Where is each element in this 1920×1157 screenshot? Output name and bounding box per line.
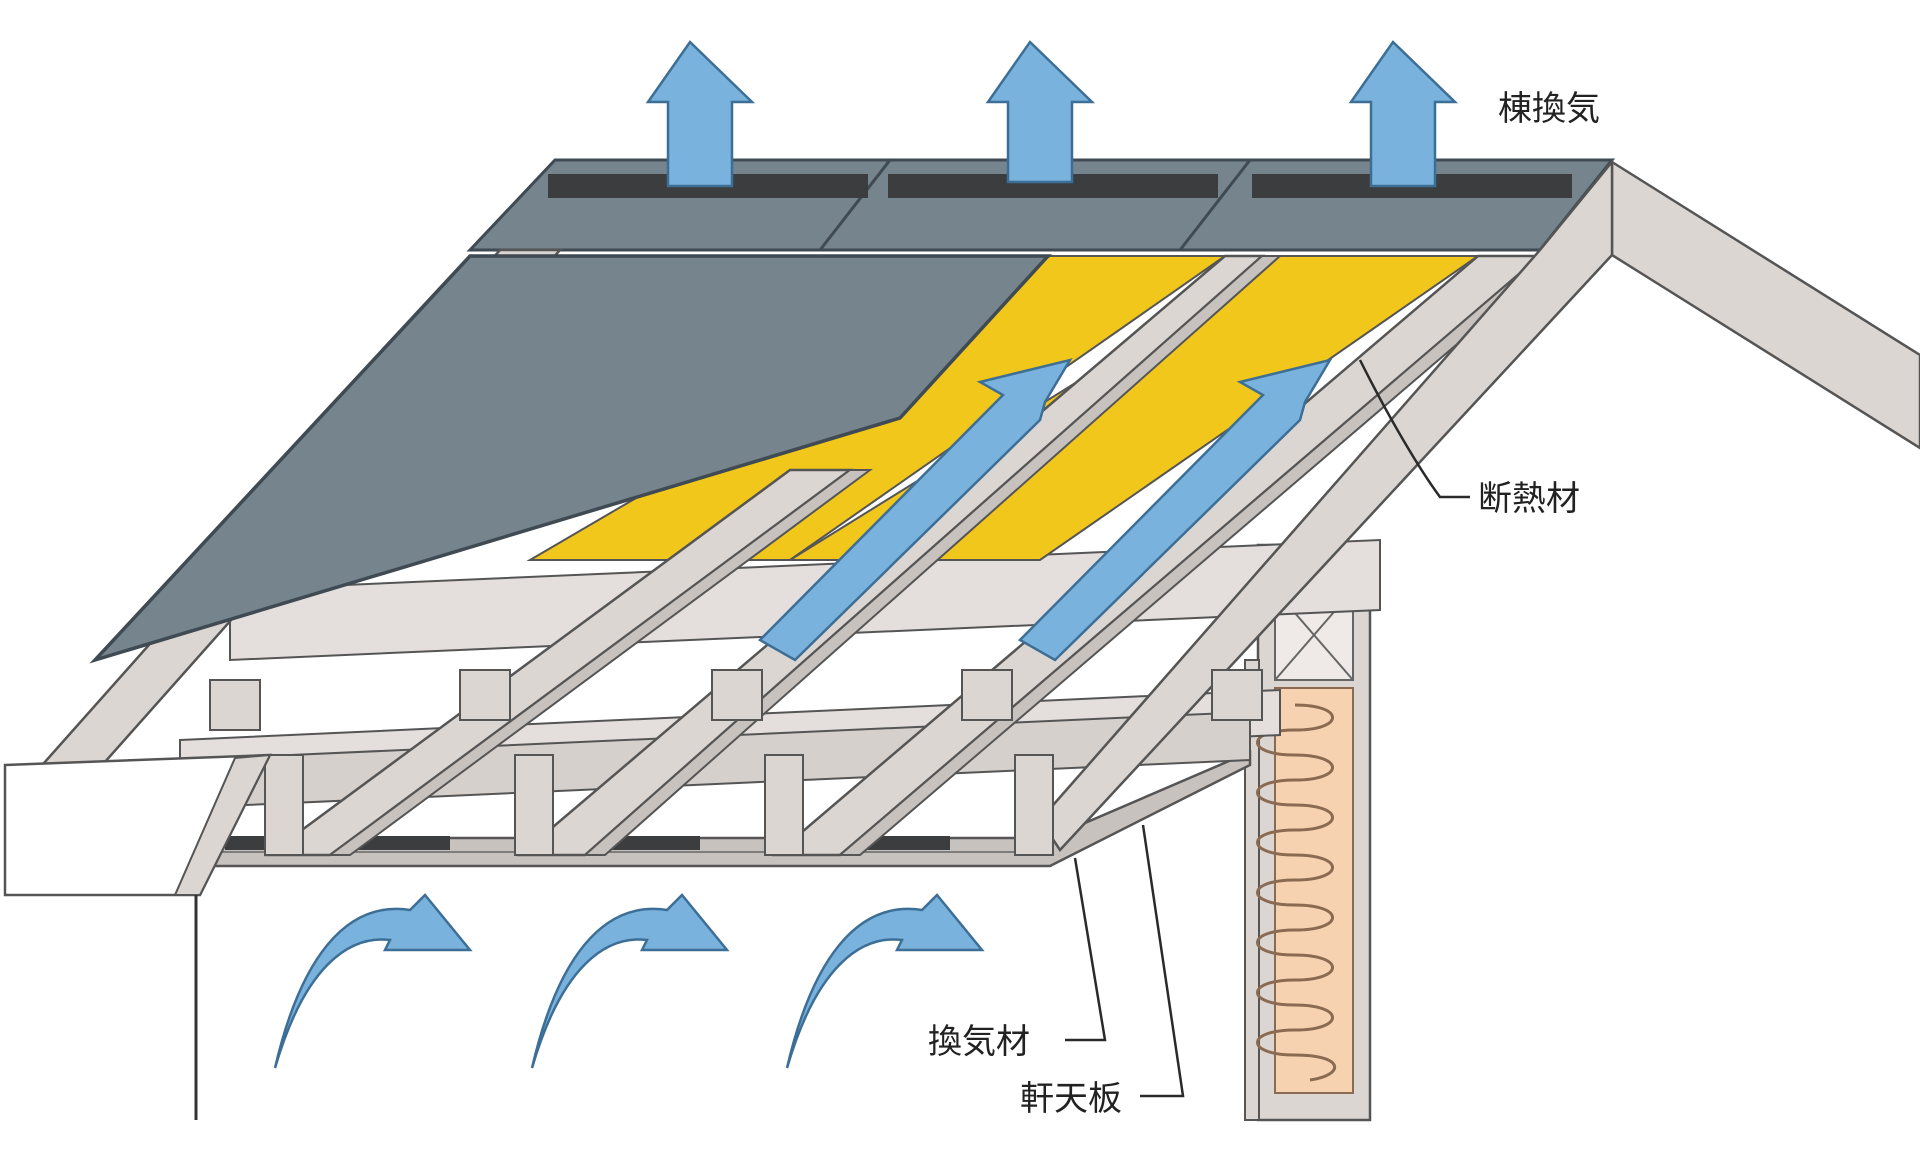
- curved-arrow-icon: [530, 893, 730, 1069]
- vent-material-label: 換気材: [928, 1022, 1030, 1062]
- diagonal-arrow-icon: [757, 358, 1073, 662]
- wall-insulation: [1256, 687, 1354, 1094]
- ridge-vent-label: 棟換気: [1498, 89, 1600, 129]
- up-arrow-icon: [985, 40, 1096, 184]
- wall-insulation-zigzag: [1256, 703, 1337, 1082]
- ridge-exhaust-arrows: [645, 40, 1459, 188]
- soffit-label: 軒天板: [1020, 1079, 1122, 1119]
- soffit-leader: [1140, 824, 1185, 1098]
- up-arrow-icon: [645, 40, 756, 188]
- curved-arrow-icon: [785, 893, 985, 1069]
- curved-arrow-icon: [273, 893, 473, 1069]
- vent-material-leader: [1065, 857, 1107, 1042]
- insulation-label: 断熱材: [1478, 479, 1580, 519]
- insulation-leader: [1358, 359, 1470, 499]
- blocking: [209, 669, 1263, 856]
- eave-intake-arrows: [273, 893, 985, 1069]
- up-arrow-icon: [1348, 40, 1459, 188]
- gutter: [3, 753, 273, 897]
- diagonal-arrow-icon: [1017, 358, 1333, 662]
- rafter-flow-arrows: [757, 358, 1333, 662]
- gable-end: [1568, 159, 1920, 450]
- roofing: [89, 254, 1052, 664]
